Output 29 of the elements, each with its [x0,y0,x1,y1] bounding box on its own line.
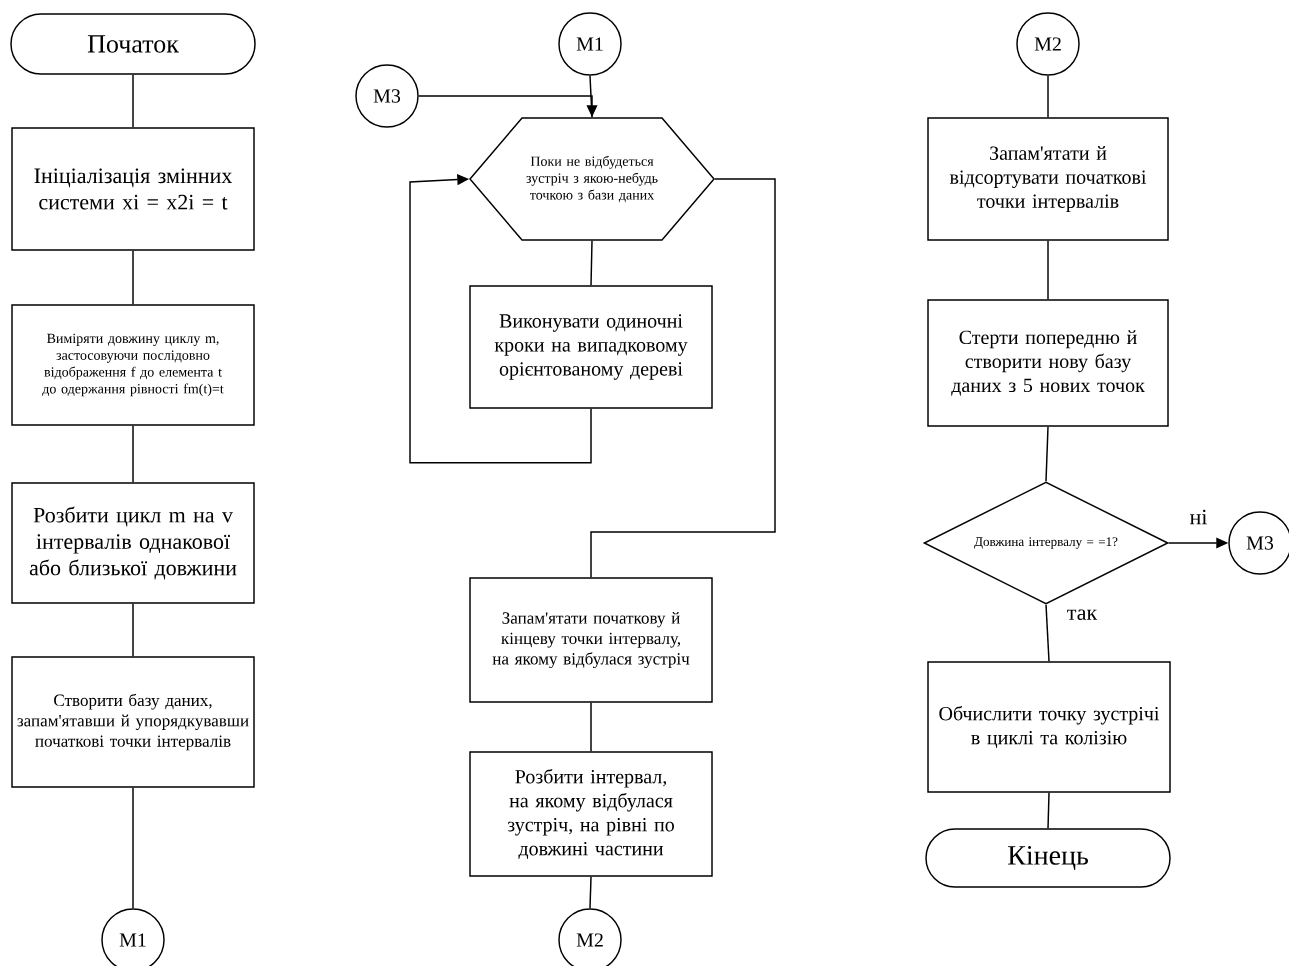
connector-line [589,876,592,909]
connector-line [1045,604,1050,662]
connector-line [1047,792,1050,829]
process-box: Стерти попередню й створити нову базу даних з 5 нових точок [927,299,1169,427]
connector-line [1047,240,1049,300]
connector-line [132,250,134,305]
connector-line [590,240,593,286]
connector-line [589,75,593,118]
connector-line [132,603,134,657]
connector-line [590,178,776,578]
process-box: Обчислити точку зустрічі в циклі та колізію [927,661,1171,793]
process-box: Розбити цикл m на v інтервалів однакової або близької довжини [11,482,255,604]
process-box: Розбити інтервал, на якому відбулася зустріч, на рівні по довжині частини [469,751,713,877]
connector-line [1047,75,1049,118]
loop-hexagon: Поки не відбудеться зустріч з якою-небудь точкою з бази даних [469,117,715,241]
arrow [409,174,592,464]
process-box: Виконувати одиночні кроки на випадковому орієнтованому дереві [469,285,713,409]
process-box: Запам'ятати й відсортувати початкові точки інтервалів [927,117,1169,241]
process-box: Виміряти довжину циклу m, застосовуючи послідовно відображення f до елемента t до одержання рівності fm(t)=t [11,304,255,426]
connector-line [132,74,134,128]
connector-line [590,702,592,752]
edge-label: ні [1189,509,1207,525]
connector-line [132,425,134,483]
connector-line [1045,426,1049,482]
connector-line [132,787,134,909]
process-box: Ініціалізація змінних системи xi = x2i = t [11,127,255,251]
process-box: Запам'ятати початкову й кінцеву точки інтервалу, на якому відбулася зустріч [469,577,713,703]
edge-label: так [1067,609,1098,620]
process-box: Створити базу даних, запам'ятавши й упорядкувавши початкові точки інтервалів [11,656,255,788]
